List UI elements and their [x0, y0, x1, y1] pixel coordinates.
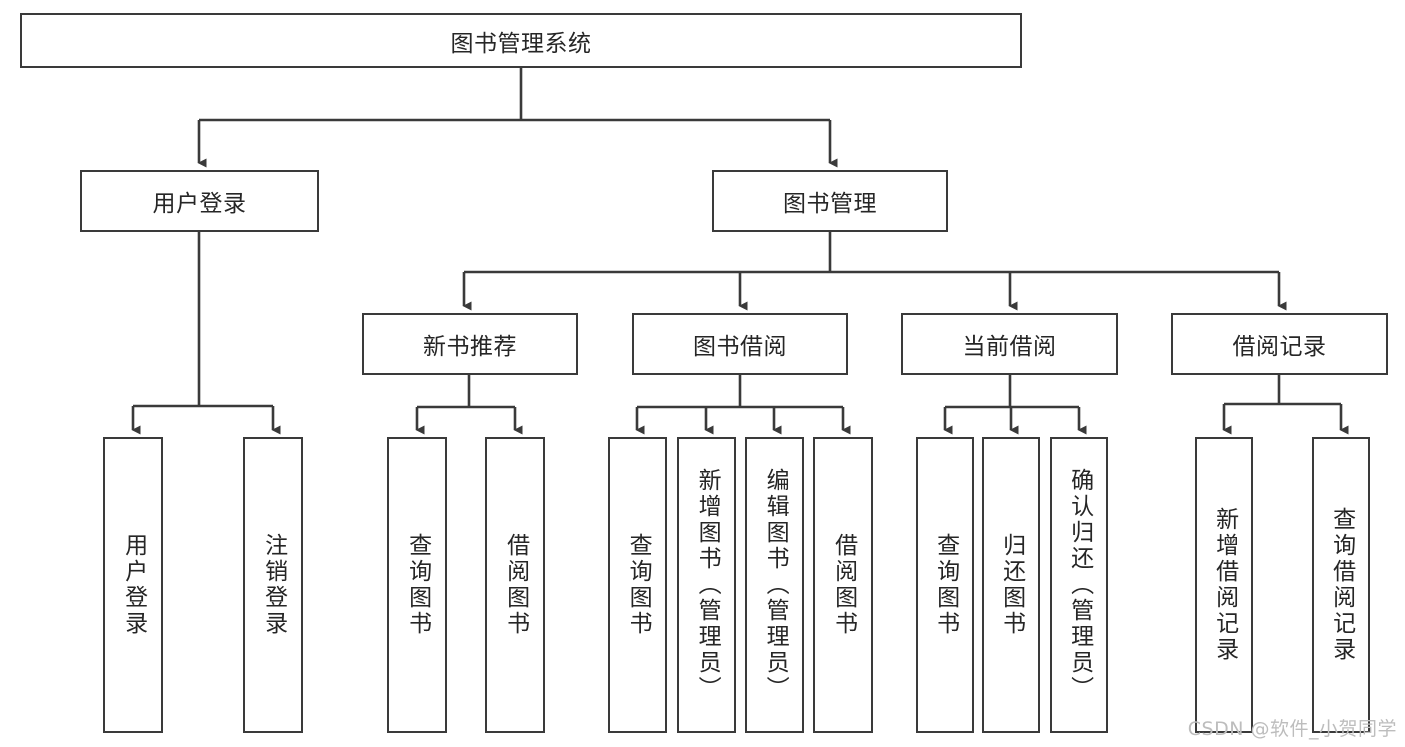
leaf-label: 用户登录 [120, 533, 147, 637]
leaf-current-confirm-return-admin[interactable]: 确认归还（管理员） [1050, 437, 1108, 733]
node-current-borrow[interactable]: 当前借阅 [901, 313, 1118, 375]
leaf-record-query-record[interactable]: 查询借阅记录 [1312, 437, 1370, 733]
leaf-label: 确认归还（管理员） [1066, 468, 1093, 702]
node-new-book-recommend[interactable]: 新书推荐 [362, 313, 578, 375]
leaf-label: 查询图书 [625, 533, 652, 637]
leaf-borrow-query-book[interactable]: 查询图书 [608, 437, 667, 733]
node-root-system[interactable]: 图书管理系统 [20, 13, 1022, 68]
leaf-user-login-logout[interactable]: 注销登录 [243, 437, 303, 733]
leaf-label: 查询借阅记录 [1328, 507, 1355, 663]
leaf-recommend-borrow-book[interactable]: 借阅图书 [485, 437, 545, 733]
leaf-label: 新增借阅记录 [1211, 507, 1238, 663]
leaf-label: 注销登录 [260, 533, 287, 637]
leaf-recommend-query-book[interactable]: 查询图书 [387, 437, 447, 733]
leaf-label: 查询图书 [404, 533, 431, 637]
leaf-borrow-add-book-admin[interactable]: 新增图书（管理员） [677, 437, 736, 733]
leaf-borrow-edit-book-admin[interactable]: 编辑图书（管理员） [745, 437, 804, 733]
node-user-login[interactable]: 用户登录 [80, 170, 319, 232]
leaf-user-login-login[interactable]: 用户登录 [103, 437, 163, 733]
leaf-record-add-record[interactable]: 新增借阅记录 [1195, 437, 1253, 733]
leaf-current-query-book[interactable]: 查询图书 [916, 437, 974, 733]
leaf-label: 借阅图书 [502, 533, 529, 637]
csdn-watermark: CSDN @软件_小贺同学 [1187, 718, 1397, 740]
leaf-label: 新增图书（管理员） [694, 468, 721, 702]
leaf-current-return-book[interactable]: 归还图书 [982, 437, 1040, 733]
node-borrow-record[interactable]: 借阅记录 [1171, 313, 1388, 375]
leaf-label: 查询图书 [932, 533, 959, 637]
leaf-label: 借阅图书 [830, 533, 857, 637]
leaf-label: 归还图书 [998, 533, 1025, 637]
leaf-label: 编辑图书（管理员） [762, 468, 789, 702]
node-book-management[interactable]: 图书管理 [712, 170, 948, 232]
node-book-borrow[interactable]: 图书借阅 [632, 313, 848, 375]
leaf-borrow-borrow-book[interactable]: 借阅图书 [813, 437, 873, 733]
